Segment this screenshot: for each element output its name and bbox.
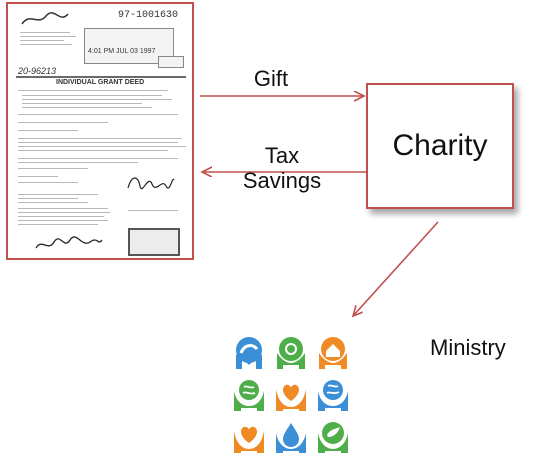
deed-document: 97-1001630 4:01 PM JUL 03 1997 20-96213 … (6, 2, 194, 260)
earth-hands-icon (234, 380, 264, 411)
globe-hands-icon (318, 380, 348, 411)
dove-hands-icon (318, 422, 348, 453)
charity-label: Charity (392, 129, 488, 162)
deed-header-logo (21, 12, 69, 25)
praying-hands-icon (236, 337, 262, 369)
deed-doc-number: 97-1001630 (118, 10, 179, 21)
charity-box: Charity (366, 83, 514, 209)
tax-label-line2: Savings (242, 168, 322, 194)
deed-grant-title: INDIVIDUAL GRANT DEED (56, 79, 145, 86)
gift-label: Gift (253, 66, 289, 91)
notary-seal (128, 228, 180, 256)
water-drop-hands-icon (276, 423, 306, 453)
ministry-icon-grid (230, 333, 354, 457)
ministry-label: Ministry (430, 335, 506, 360)
deed-signature-top (127, 177, 175, 190)
house-hands-icon (319, 337, 347, 369)
heart-hands-icon (234, 426, 264, 453)
globe-hands-icon (277, 337, 305, 369)
tax-label-line1: Tax (264, 143, 300, 168)
deed-signature-bottom (35, 236, 103, 249)
tax-savings-label: Tax Savings (232, 143, 332, 194)
heart-hands-icon (276, 384, 306, 411)
recording-stamp-text: 4:01 PM JUL 03 1997 (88, 48, 156, 55)
ministry-arrow (353, 221, 439, 316)
deed-ref-number: 20-96213 (18, 66, 57, 76)
